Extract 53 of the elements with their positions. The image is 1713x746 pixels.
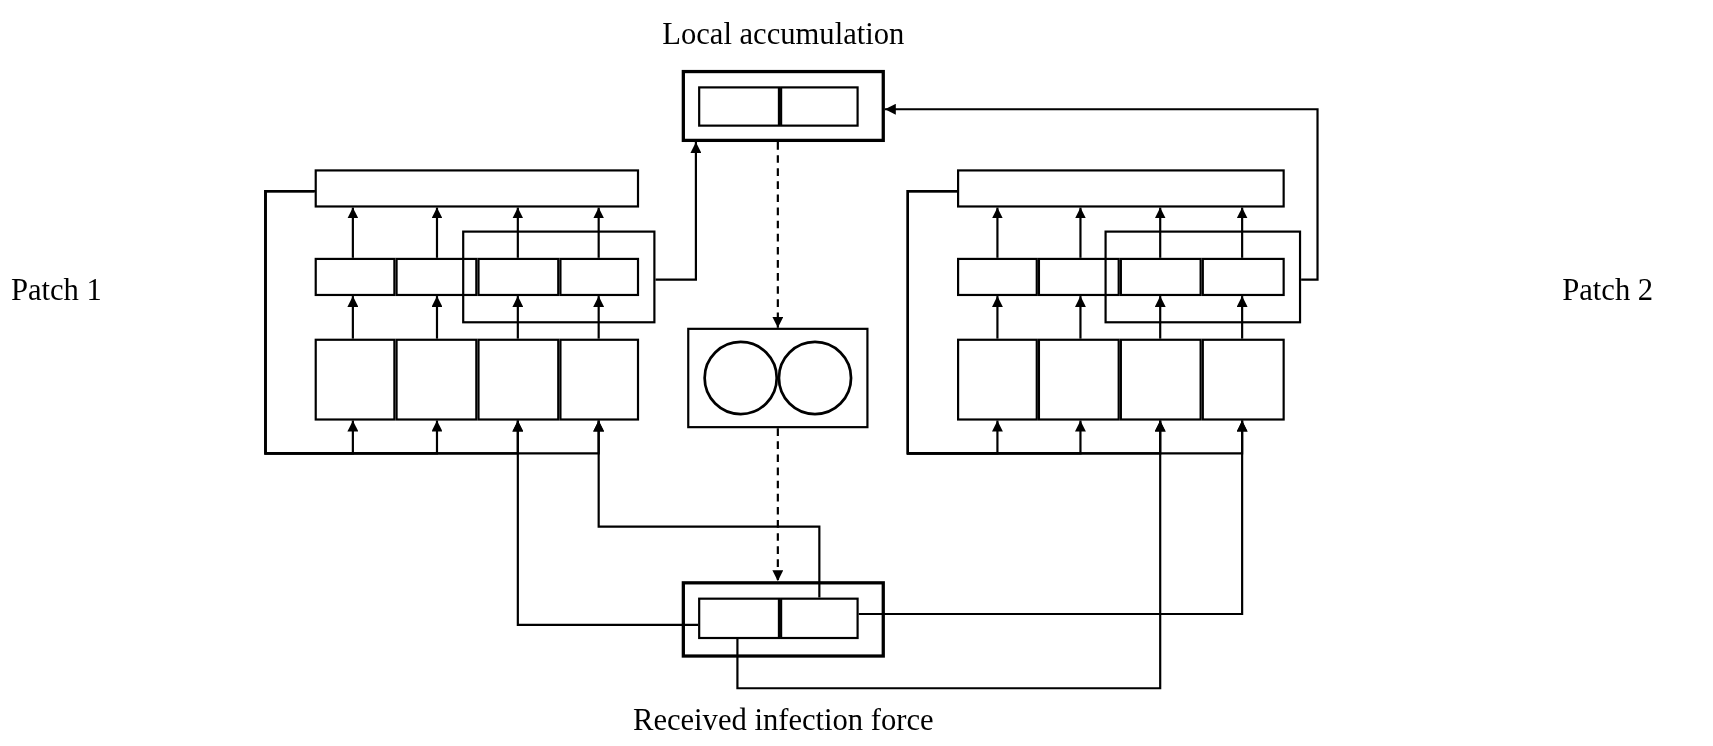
cell-box [462,230,656,324]
arrow [991,296,1003,339]
arrow [1154,207,1166,258]
cell-box [395,257,478,297]
cell-box [314,338,396,421]
arrow [593,207,605,258]
arrow [593,296,605,339]
cell-box [314,257,396,297]
box-heading: Received infection force [633,702,934,738]
arrow [1075,296,1086,339]
arrow [1236,296,1248,339]
cell-box [1119,338,1202,421]
arrow [512,207,524,258]
cell-box [1119,257,1202,297]
cell-box [698,86,780,127]
cell-box [780,597,859,640]
cell-box [477,257,560,297]
cell-box [1201,257,1285,297]
dashed-arrow [772,142,784,328]
cell-box [698,597,780,640]
arrow [431,296,443,339]
cell-box [1104,230,1302,324]
arrow [1075,207,1086,258]
cell-box [687,327,869,429]
cell-box [957,169,1285,208]
cell-box [1037,257,1120,297]
cell-box [1201,338,1285,421]
arrow [593,420,821,598]
cell-box [559,338,640,421]
arrow [991,207,1003,258]
arrow [347,207,359,258]
cell-box [957,257,1038,297]
arrow [1236,207,1248,258]
arrow [858,420,1248,616]
arrow [512,420,699,626]
arrow [736,420,1166,690]
dashed-arrow [772,428,784,582]
patch-label: Patch 1 [10,273,102,309]
cell-box [1037,338,1120,421]
arrow [512,296,524,339]
arrow [1154,296,1166,339]
arrow [655,142,702,281]
patch-label: Patch 2 [1562,273,1654,309]
box-heading: Local accumulation [662,16,905,52]
arrow [884,103,1319,281]
cell-box [314,169,640,208]
cell-box [477,338,560,421]
cell-box [780,86,859,127]
cell-box [395,338,478,421]
arrow [431,207,443,258]
cell-box [559,257,640,297]
cell-box [957,338,1038,421]
arrow [347,296,359,339]
